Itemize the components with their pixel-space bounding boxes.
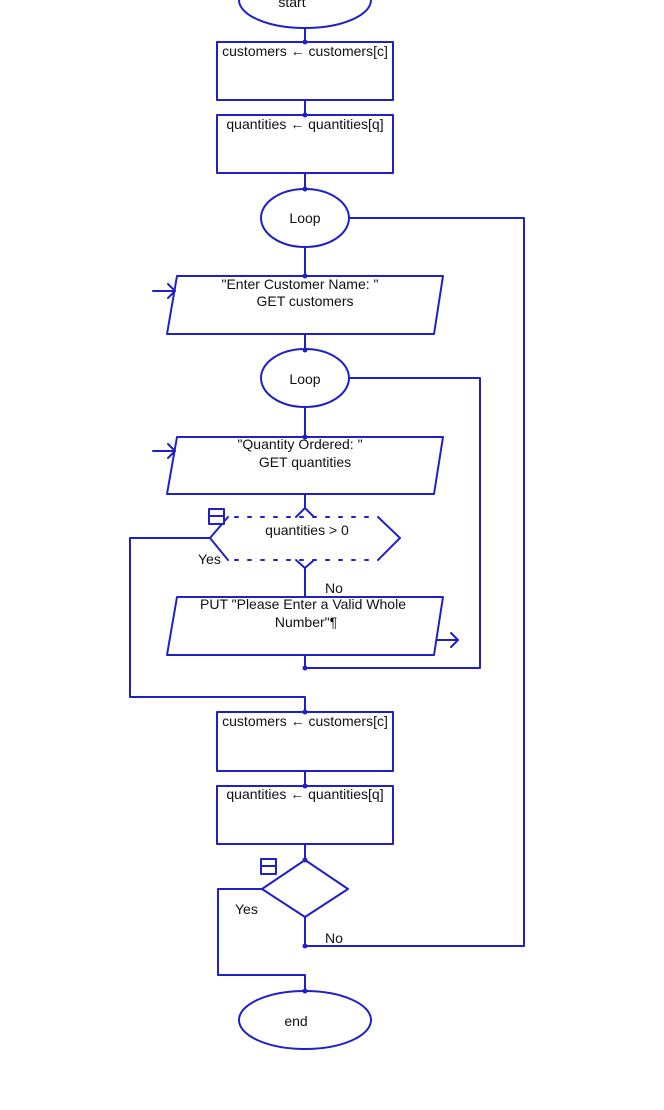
output-arrow-icon bbox=[436, 632, 459, 648]
inner-loop-return-path bbox=[304, 377, 481, 669]
input-customer-get: GET customers bbox=[257, 293, 354, 309]
input-arrow-icon bbox=[152, 443, 176, 459]
assign-quantities-box-2[interactable] bbox=[216, 785, 394, 845]
assign-customers-label: customers ← customers[c] bbox=[222, 43, 388, 59]
assign-quantities-label: quantities ← quantities[q] bbox=[226, 116, 383, 132]
decision-end-yes: Yes bbox=[235, 901, 258, 917]
decision-quantity-no: No bbox=[325, 580, 343, 596]
collapse-toggle-icon[interactable] bbox=[208, 508, 225, 525]
output-parallelogram[interactable] bbox=[166, 596, 444, 656]
assign-customers-box[interactable] bbox=[216, 41, 394, 101]
decision-quantity-hexagon[interactable] bbox=[209, 507, 401, 569]
decision-quantity-yes: Yes bbox=[198, 551, 221, 567]
output-label-line2: Number"¶ bbox=[275, 614, 337, 630]
yes-branch-path bbox=[129, 537, 306, 713]
yes-branch-path bbox=[217, 888, 306, 992]
input-customer-prompt: "Enter Customer Name: " bbox=[222, 276, 379, 292]
output-label-line1: PUT "Please Enter a Valid Whole bbox=[200, 596, 406, 612]
input-quantity-get: GET quantities bbox=[259, 454, 351, 470]
collapse-toggle-icon[interactable] bbox=[260, 858, 277, 875]
decision-quantity-label: quantities > 0 bbox=[265, 522, 349, 538]
junction-dots bbox=[302, 39, 308, 994]
input-quantity-parallelogram[interactable] bbox=[166, 436, 444, 495]
inner-loop-label: Loop bbox=[289, 371, 320, 387]
assign-quantities-label-2: quantities ← quantities[q] bbox=[226, 786, 383, 802]
outer-loop-label: Loop bbox=[289, 210, 320, 226]
input-quantity-prompt: "Quantity Ordered: " bbox=[237, 436, 362, 452]
input-arrow-icon bbox=[152, 283, 176, 299]
assign-customers-box-2[interactable] bbox=[216, 711, 394, 772]
end-label: end bbox=[284, 1013, 307, 1029]
assign-customers-label-2: customers ← customers[c] bbox=[222, 713, 388, 729]
input-customer-parallelogram[interactable] bbox=[166, 275, 444, 335]
outer-loop-return-path bbox=[304, 217, 525, 947]
start-label: start bbox=[278, 0, 305, 10]
decision-end-no: No bbox=[325, 930, 343, 946]
